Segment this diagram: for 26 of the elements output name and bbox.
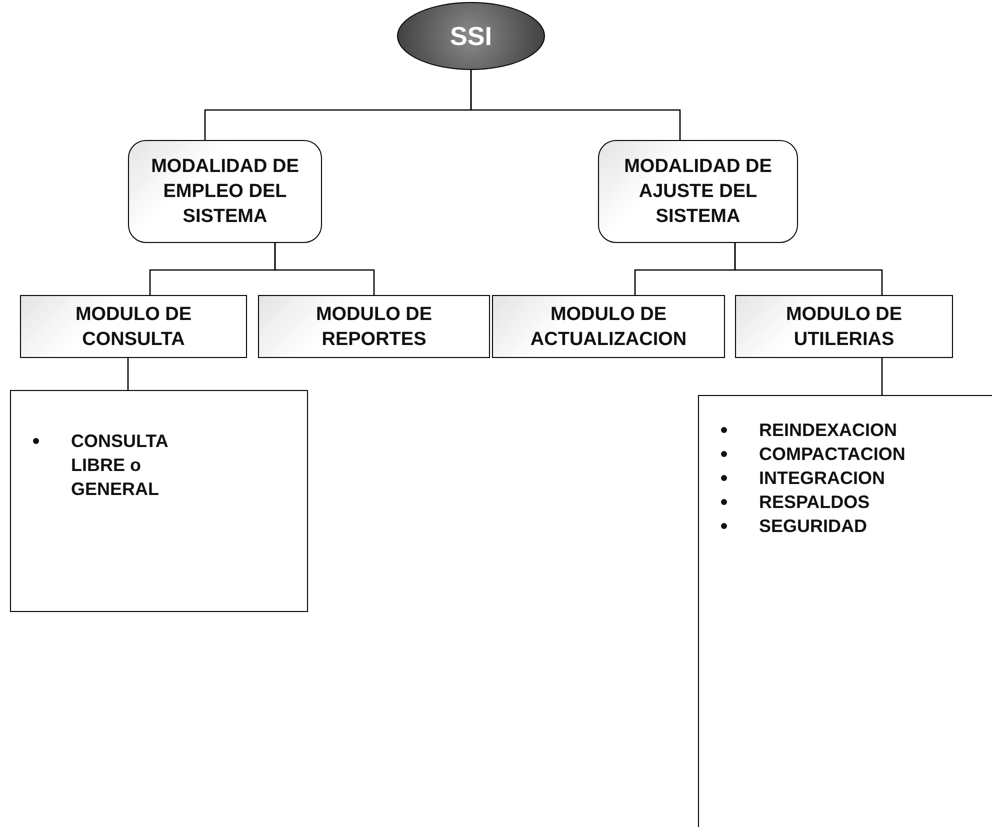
rounded-box: [128, 140, 322, 243]
list-item: REINDEXACION: [759, 419, 898, 442]
node-label: MODULO DE CONSULTA: [74, 302, 193, 352]
list-item: INTEGRACION: [759, 467, 885, 490]
node-label: MODULO DE UTILERIAS: [784, 302, 904, 352]
list-box: [698, 395, 992, 827]
list-item: RESPALDOS: [759, 491, 870, 514]
connector-line: [881, 358, 883, 395]
rounded-box: [598, 140, 798, 243]
module-box: [258, 295, 490, 358]
list-item: SEGURIDAD: [759, 515, 868, 538]
connector-line: [274, 243, 375, 295]
module-box: [735, 295, 953, 358]
node-label: MODULO DE ACTUALIZACION: [529, 302, 688, 352]
node-label: SSI: [450, 20, 492, 52]
module-box: [492, 295, 725, 358]
connector-line: [734, 243, 883, 295]
connector-line: [470, 70, 681, 140]
list-item: COMPACTACION: [759, 443, 906, 466]
list-box: [10, 390, 308, 612]
node-label: MODALIDAD DE AJUSTE DEL SISTEMA: [623, 155, 773, 229]
module-box: [20, 295, 247, 358]
node-label: MODALIDAD DE EMPLEO DEL SISTEMA: [150, 155, 300, 229]
connector-line: [127, 358, 129, 390]
list-item: CONSULTA LIBRE o GENERAL: [71, 430, 169, 501]
node-label: MODULO DE REPORTES: [314, 302, 434, 352]
